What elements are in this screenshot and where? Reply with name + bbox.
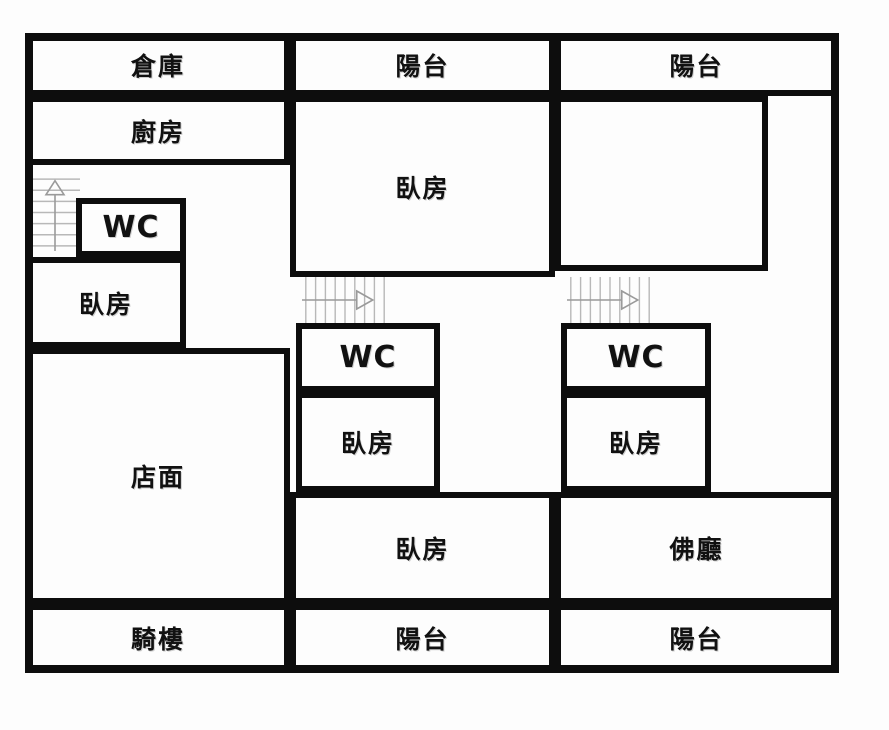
room-wall-bedroom-mid-top (290, 96, 555, 277)
building-outer-wall (25, 33, 839, 673)
room-wall-bedroom-mid (296, 392, 440, 492)
room-outline-wc-right (561, 323, 711, 392)
room-wall-wc-left (76, 198, 186, 257)
room-outline-buddha-hall (555, 492, 838, 604)
room-wall-bedroom-mid-bot (290, 492, 555, 604)
room-outline-bedroom-left (26, 257, 186, 348)
staircase-stair-middle (296, 277, 394, 323)
room-outline-bedroom-right (561, 392, 711, 492)
room-wall-wc-mid (296, 323, 440, 392)
room-outline-wc-left (76, 198, 186, 257)
staircase-stair-right (561, 277, 659, 323)
room-outline-storage (26, 34, 290, 96)
staircase-stair-left (30, 168, 80, 257)
room-outline-bedroom-mid-top (290, 96, 555, 277)
stair-middle-arrow-head-right-icon (355, 289, 375, 311)
rooms-group (26, 34, 838, 672)
room-outline-shopfront (26, 348, 290, 604)
room-outline-bedroom-mid-bot (290, 492, 555, 604)
room-outline-balcony-right-bot (555, 604, 838, 672)
room-outline-arcade (26, 604, 290, 672)
room-outline-wc-mid (296, 323, 440, 392)
stairs-group (30, 168, 659, 323)
room-outline-bedroom-mid (296, 392, 440, 492)
stair-right-arrow-head-right-icon (620, 289, 640, 311)
room-outline-kitchen (26, 96, 290, 165)
room-wall-bedroom-right (561, 392, 711, 492)
room-outline-room-right-top (555, 96, 768, 271)
room-wall-wc-right (561, 323, 711, 392)
stair-left-arrow-head-up-icon (44, 179, 66, 196)
room-wall-room-right-top (555, 96, 768, 271)
room-outline-balcony-mid-top (290, 34, 555, 96)
room-outline-balcony-mid-bot (290, 604, 555, 672)
room-outline-balcony-right-top (555, 34, 838, 96)
